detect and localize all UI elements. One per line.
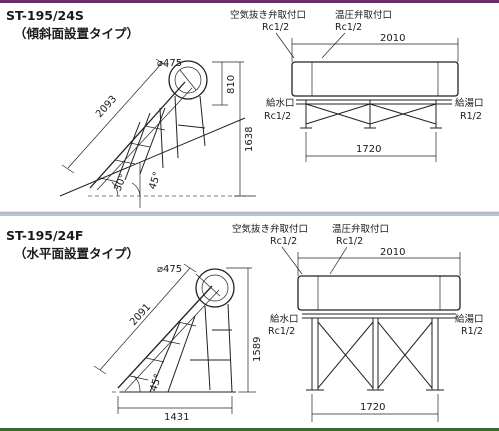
side-view-s: 2093 ⌀475 810 1638 30° 45° — [59, 58, 256, 208]
subtitle-f: （水平面設置タイプ） — [14, 246, 139, 261]
section-s: ST-195/24S （傾斜面設置タイプ） — [6, 8, 484, 208]
air-vent-label-f: 空気抜き弁取付口 — [232, 223, 308, 235]
model-s: ST-195/24S — [6, 8, 84, 23]
front-view-s: 空気抜き弁取付口 Rc1/2 温圧弁取付口 Rc1/2 2010 — [230, 9, 484, 162]
air-vent-size-s: Rc1/2 — [262, 22, 289, 33]
side-view-f: 2091 ⌀475 1589 45° 1431 — [93, 263, 263, 423]
dim-height-tank-s: 810 — [226, 75, 237, 94]
dim-length-s: 2093 — [94, 94, 119, 120]
tank-end-circle-f — [195, 268, 235, 308]
outlet-label-s: 給湯口 — [455, 97, 484, 109]
outlet-label-f: 給湯口 — [455, 313, 484, 325]
outlet-size-f: R1/2 — [461, 326, 483, 337]
dim-frame-width-f: 1720 — [360, 402, 385, 413]
air-vent-label-s: 空気抜き弁取付口 — [230, 9, 306, 21]
model-f: ST-195/24F — [6, 228, 83, 243]
section-divider — [0, 212, 499, 216]
inlet-size-f: Rc1/2 — [268, 326, 295, 337]
tank-body-s — [291, 61, 459, 97]
air-vent-size-f: Rc1/2 — [270, 236, 297, 247]
bottom-band — [0, 428, 499, 431]
tank-body-f — [297, 275, 461, 311]
inlet-label-f: 給水口 — [270, 313, 299, 325]
angle-panel-f: 45° — [148, 373, 164, 393]
front-view-f: 空気抜き弁取付口 Rc1/2 温圧弁取付口 Rc1/2 2010 — [232, 223, 484, 422]
angle-panel-s: 45° — [147, 171, 163, 191]
relief-size-f: Rc1/2 — [336, 236, 363, 247]
dim-tank-length-f: 2010 — [380, 247, 405, 258]
inlet-label-s: 給水口 — [266, 97, 295, 109]
subtitle-s: （傾斜面設置タイプ） — [14, 26, 139, 41]
relief-label-f: 温圧弁取付口 — [332, 223, 389, 235]
section-f: ST-195/24F （水平面設置タイプ） — [6, 223, 484, 423]
relief-label-s: 温圧弁取付口 — [335, 9, 392, 21]
dim-base-f: 1431 — [164, 412, 189, 423]
dim-diameter-f: ⌀475 — [157, 264, 182, 275]
relief-size-s: Rc1/2 — [335, 22, 362, 33]
inlet-size-s: Rc1/2 — [264, 111, 291, 122]
dim-diameter-s: ⌀475 — [157, 58, 182, 69]
outlet-size-s: R1/2 — [460, 111, 482, 122]
dim-height-total-s: 1638 — [244, 127, 255, 152]
top-band — [0, 0, 499, 3]
dim-height-total-f: 1589 — [252, 337, 263, 362]
tank-end-circle — [168, 60, 208, 100]
dim-frame-width-s: 1720 — [356, 144, 381, 155]
dim-tank-length-s: 2010 — [380, 33, 405, 44]
